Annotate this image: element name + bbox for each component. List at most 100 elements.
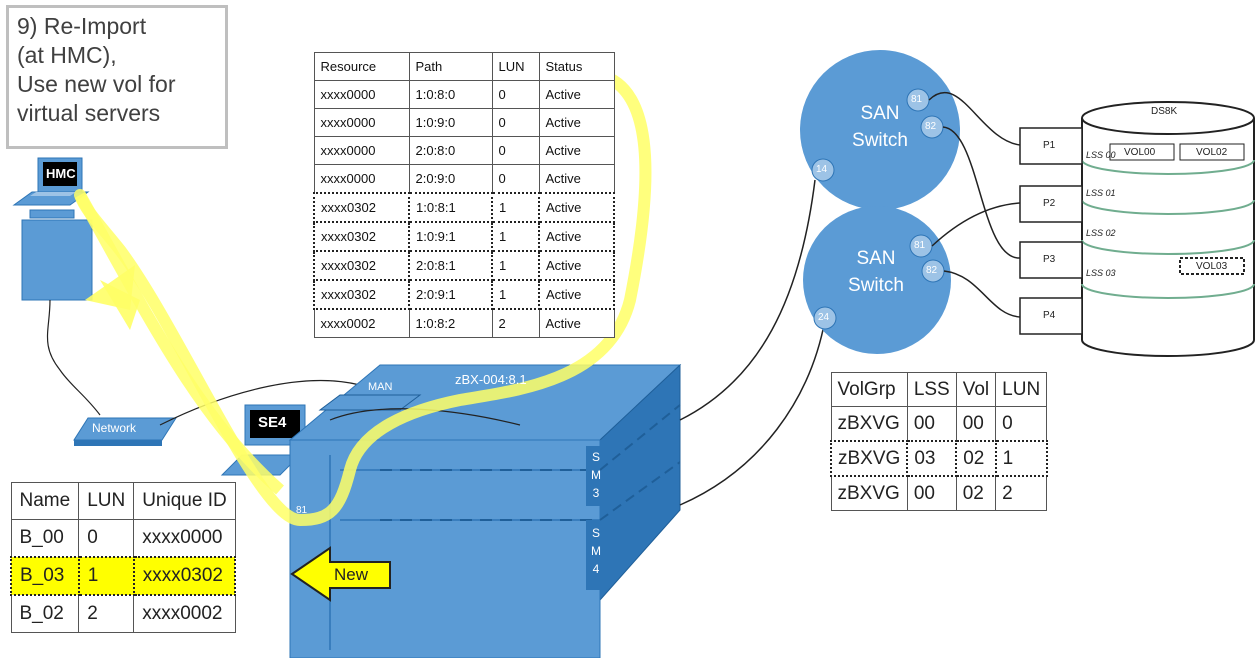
lss-01: LSS 01 [1086, 188, 1116, 198]
san2-port-24: 24 [818, 312, 830, 323]
port-p2: P2 [1043, 198, 1056, 209]
vol-cell: 0 [995, 406, 1048, 442]
path-cell: 2 [491, 308, 540, 338]
path-cell: xxxx0302 [313, 192, 410, 223]
table-row: xxxx0000 2:0:8:0 0 Active [313, 136, 615, 165]
vol-cell: zBXVG [830, 475, 908, 511]
se-console-icon [220, 404, 306, 476]
san-switch-2-label: SAN Switch [834, 245, 918, 299]
man-label: MAN [368, 381, 393, 393]
lun-header-name: Name [10, 482, 80, 520]
sm4-char-2: M [591, 544, 601, 558]
lss-02: LSS 02 [1086, 228, 1116, 238]
vol-cell: 1 [994, 440, 1048, 477]
sm3-label: S M 3 [590, 448, 602, 502]
step-line-1: 9) Re-Import [17, 13, 147, 39]
path-cell: 1 [491, 221, 540, 252]
path-table-header: Resource Path LUN Status [313, 52, 615, 81]
hmc-console-icon [12, 157, 93, 301]
san1-port-82: 82 [925, 121, 937, 132]
table-row: xxxx0302 1:0:8:1 1 Active [313, 192, 615, 223]
lun-cell: B_03 [10, 556, 80, 596]
path-cell: xxxx0002 [313, 308, 410, 338]
network-switch-icon [73, 417, 177, 446]
table-row: zBXVG 03 02 1 [829, 440, 1048, 477]
path-cell: 1:0:9:1 [408, 221, 493, 252]
path-header-status: Status [538, 52, 615, 81]
path-cell: 2:0:9:1 [408, 279, 493, 310]
step-line-4: virtual servers [17, 100, 161, 126]
lun-cell: B_00 [10, 519, 80, 558]
path-cell: Active [538, 80, 615, 109]
path-cell: 1 [491, 250, 540, 281]
san-switch-1-label: SAN Switch [838, 100, 922, 154]
vol03-label: VOL03 [1196, 261, 1228, 272]
san2-line2: Switch [848, 275, 904, 296]
san2-port-82: 82 [926, 265, 938, 276]
path-cell: 0 [491, 108, 540, 137]
ds8k-label: DS8K [1151, 106, 1178, 117]
vol-cell: zBXVG [830, 406, 908, 442]
path-cell: xxxx0000 [313, 164, 410, 194]
san2-line1: SAN [856, 248, 896, 269]
volgroup-table: VolGrp LSS Vol LUN zBXVG 00 00 0 zBXVG 0… [829, 372, 1048, 511]
path-cell: xxxx0000 [313, 108, 410, 137]
path-cell: 0 [491, 136, 540, 165]
path-cell: 0 [491, 80, 540, 109]
vol-cell: 03 [906, 440, 958, 477]
lun-cell: 0 [78, 519, 135, 558]
vol-header-lss: LSS [906, 372, 957, 407]
lun-table: Name LUN Unique ID B_00 0 xxxx0000 B_03 … [10, 482, 237, 633]
cpc-label: zBX-004:8.1 [455, 372, 527, 387]
vol-cell: 02 [955, 475, 997, 511]
path-cell: xxxx0302 [313, 279, 410, 310]
table-row: B_00 0 xxxx0000 [10, 519, 236, 558]
san-switch-2-icon [803, 206, 951, 354]
vol00-label: VOL00 [1124, 147, 1156, 158]
path-cell: 2:0:8:0 [408, 136, 493, 165]
lun-cell: 2 [78, 594, 135, 633]
table-row: xxxx0302 2:0:8:1 1 Active [313, 250, 615, 281]
path-cell: 2:0:8:1 [408, 250, 493, 281]
lun-cell: 1 [77, 556, 135, 596]
path-cell: 1:0:8:0 [408, 80, 493, 109]
vol-cell: 00 [906, 406, 957, 442]
path-cell: Active [538, 250, 615, 281]
vol02-label: VOL02 [1196, 147, 1228, 158]
path-header-resource: Resource [313, 52, 410, 81]
path-header-path: Path [408, 52, 493, 81]
sm4-char-3: 4 [592, 562, 600, 576]
path-cell: 1:0:8:2 [408, 308, 493, 338]
san-switch-1-icon [800, 50, 960, 210]
vol-cell: 00 [955, 406, 997, 442]
table-row: xxxx0302 1:0:9:1 1 Active [313, 221, 615, 252]
path-cell: 1:0:9:0 [408, 108, 493, 137]
step-line-2: (at HMC), [17, 42, 117, 68]
lun-header-lun: LUN [78, 482, 135, 520]
vol-cell: zBXVG [829, 440, 909, 477]
path-cell: xxxx0000 [313, 80, 410, 109]
vol-header-volgrp: VolGrp [830, 372, 908, 407]
path-header-lun: LUN [491, 52, 540, 81]
table-row-highlighted: B_03 1 xxxx0302 [10, 556, 237, 596]
step-caption: 9) Re-Import (at HMC), Use new vol for v… [6, 5, 228, 149]
port-p3: P3 [1043, 254, 1056, 265]
path-cell: 1 [491, 192, 540, 223]
step-line-3: Use new vol for [17, 71, 176, 97]
sm3-char-2: M [591, 468, 601, 482]
path-cell: xxxx0000 [313, 136, 410, 165]
hmc-label: HMC [46, 166, 76, 181]
lss-00: LSS 00 [1086, 150, 1116, 160]
port-81-label: 81 [296, 505, 308, 516]
lun-cell: xxxx0302 [132, 556, 237, 596]
vol-header-lun: LUN [995, 372, 1048, 407]
volgroup-table-header: VolGrp LSS Vol LUN [830, 372, 1048, 407]
path-cell: Active [538, 308, 615, 338]
new-arrow-label: New [334, 565, 369, 584]
lun-header-unique-id: Unique ID [133, 482, 236, 520]
port-p1: P1 [1043, 140, 1056, 151]
path-cell: Active [538, 221, 615, 252]
path-cell: 1 [491, 279, 540, 310]
sm4-label: S M 4 [590, 524, 602, 578]
